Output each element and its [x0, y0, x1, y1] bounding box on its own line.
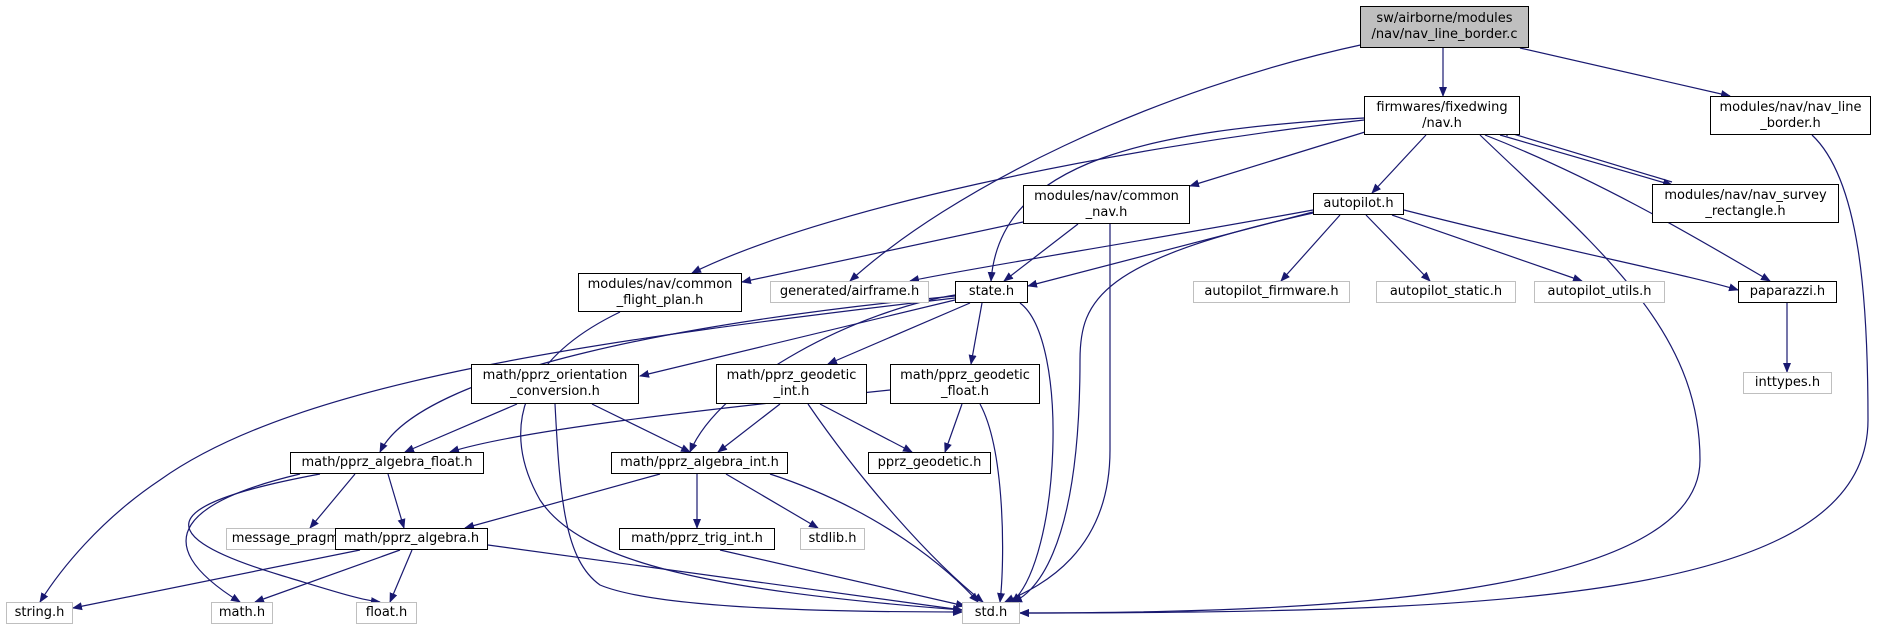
edge-orientation-algebra-float [404, 403, 518, 453]
node-inttypes-h[interactable]: inttypes.h [1743, 372, 1832, 394]
node-autopilot-h[interactable]: autopilot.h [1313, 193, 1404, 215]
node-nav-line-border-c[interactable]: sw/airborne/modules /nav/nav_line_border… [1360, 6, 1529, 48]
edge-autopilot-std [1012, 212, 1314, 603]
node-pprz-orientation-conversion-h[interactable]: math/pprz_orientation _conversion.h [471, 364, 639, 404]
node-pprz-geodetic-h[interactable]: pprz_geodetic.h [868, 452, 991, 474]
edge-autopilot-paparazzi [1403, 209, 1739, 292]
edge-nav-state [987, 117, 1365, 282]
edge-nav-line-border-h-std [1019, 134, 1869, 617]
edge-algebra-float-math [185, 473, 301, 603]
edge-nav-flight-plan [691, 119, 1365, 274]
edge-algebra-int-algebra [464, 473, 661, 530]
edge-orientation-std [554, 403, 963, 616]
edge-trig-int-std [719, 549, 966, 608]
edge-state-geodetic-int [827, 302, 971, 365]
edge-algebra-float-message-pragmas [309, 473, 356, 529]
node-pprz-trig-int-h[interactable]: math/pprz_trig_int.h [619, 528, 775, 550]
edge-autopilot-ap-static [1365, 214, 1431, 282]
edge-state-std [1011, 302, 1054, 603]
node-stdlib-h[interactable]: stdlib.h [800, 528, 865, 550]
edge-state-algebra-int [689, 294, 956, 453]
edge-algebra-float-h [389, 549, 413, 603]
edge-root-airframe [849, 43, 1366, 282]
edge-algebra-int-std [769, 473, 979, 603]
edge-algebra-std [487, 544, 963, 613]
node-float-h[interactable]: float.h [356, 602, 417, 624]
node-string-h[interactable]: string.h [6, 602, 73, 624]
edge-state-string [39, 297, 956, 603]
edge-geodetic-int-algebra-int [717, 403, 781, 453]
node-nav-line-border-h[interactable]: modules/nav/nav_line _border.h [1710, 96, 1871, 135]
node-fixedwing-nav-h[interactable]: firmwares/fixedwing /nav.h [1364, 96, 1520, 135]
node-pprz-algebra-float-h[interactable]: math/pprz_algebra_float.h [290, 452, 484, 474]
edge-autopilot-ap-utils [1391, 214, 1583, 282]
node-pprz-geodetic-int-h[interactable]: math/pprz_geodetic _int.h [716, 364, 867, 404]
edge-nav-std [1019, 134, 1701, 617]
edge-nav-paparazzi [1484, 134, 1771, 282]
node-autopilot-utils-h[interactable]: autopilot_utils.h [1534, 281, 1665, 303]
edge-geodetic-float-std [979, 403, 1006, 603]
edge-root-nav-line-border-h [1519, 47, 1731, 98]
edge-autopilot-airframe [909, 209, 1314, 283]
node-common-nav-h[interactable]: modules/nav/common _nav.h [1023, 185, 1190, 224]
edge-algebra-string [72, 549, 361, 611]
edge-geodetic-int-std [807, 403, 984, 603]
node-pprz-geodetic-float-h[interactable]: math/pprz_geodetic _float.h [890, 364, 1040, 404]
node-state-h[interactable]: state.h [955, 281, 1028, 303]
edge-common-nav-state [1003, 223, 1079, 282]
node-nav-survey-rectangle-h[interactable]: modules/nav/nav_survey _rectangle.h [1652, 184, 1839, 223]
edge-algebra-math [254, 549, 401, 603]
edge-nav-survey [1499, 134, 1673, 187]
node-generated-airframe-h[interactable]: generated/airframe.h [770, 281, 929, 303]
edge-algebra-int-stdlib [725, 473, 819, 529]
edge-geodetic-float-pprz-geodetic [944, 403, 963, 453]
edge-geodetic-int-pprz-geodetic [819, 403, 913, 453]
edge-state-orientation [639, 299, 956, 378]
node-math-h[interactable]: math.h [211, 602, 273, 624]
edge-state-geodetic-float [968, 302, 983, 365]
edge-autopilot-ap-firmware [1280, 214, 1341, 282]
edge-common-nav-flight-plan [741, 221, 1024, 285]
node-std-h[interactable]: std.h [962, 602, 1020, 624]
node-pprz-algebra-h[interactable]: math/pprz_algebra.h [335, 528, 488, 550]
node-paparazzi-h[interactable]: paparazzi.h [1738, 281, 1837, 303]
node-common-flight-plan-h[interactable]: modules/nav/common _flight_plan.h [578, 273, 742, 312]
edge-algebra-float-algebra [387, 473, 406, 529]
edge-nav-autopilot [1371, 134, 1427, 194]
node-autopilot-firmware-h[interactable]: autopilot_firmware.h [1193, 281, 1350, 303]
edge-nav-survey-back [1499, 128, 1673, 183]
edge-algebra-float-float [188, 473, 381, 606]
node-pprz-algebra-int-h[interactable]: math/pprz_algebra_int.h [611, 452, 788, 474]
node-autopilot-static-h[interactable]: autopilot_static.h [1376, 281, 1516, 303]
edge-nav-common-nav [1189, 131, 1366, 188]
edge-orientation-algebra-int [591, 403, 691, 453]
edge-state-algebra-float [379, 295, 956, 453]
